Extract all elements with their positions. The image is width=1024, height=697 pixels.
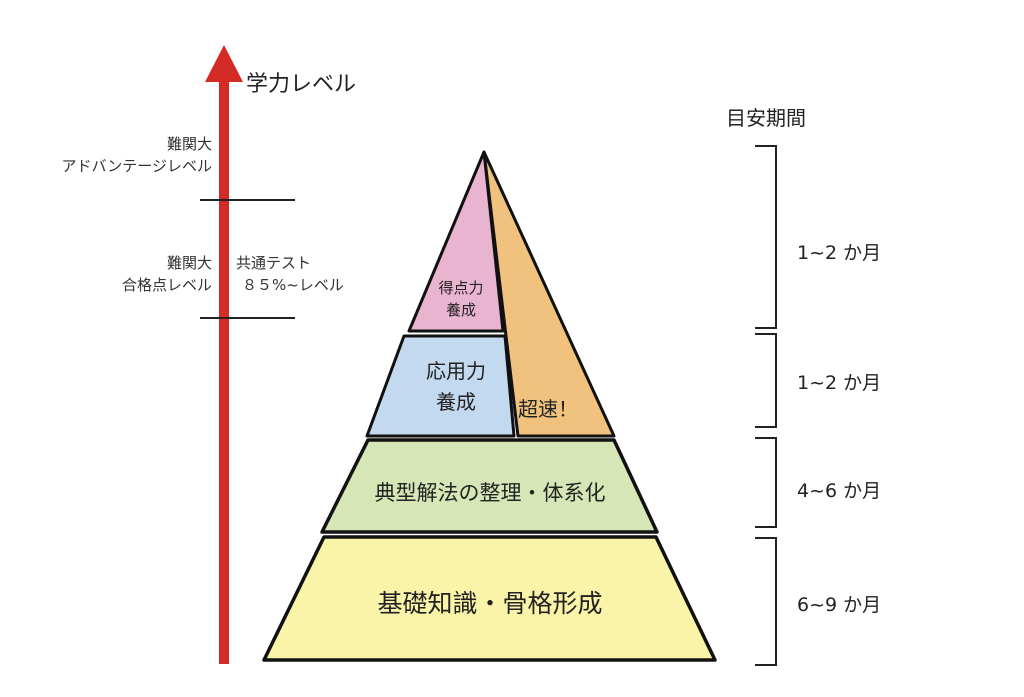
period-item-4: 6~9 か月 bbox=[797, 594, 882, 616]
pyramid-tier-score bbox=[407, 150, 505, 333]
pyramid-tier-typical bbox=[320, 438, 659, 534]
level-label-advantage-line1: 難関大 bbox=[166, 135, 212, 153]
pyramid-label-score: 得点力 養成 bbox=[425, 277, 497, 321]
period-item-1: 1~2 か月 bbox=[797, 242, 882, 264]
period-bracket-1 bbox=[755, 145, 777, 329]
level-axis-shaft bbox=[219, 72, 229, 664]
period-item-3: 4~6 か月 bbox=[797, 480, 882, 502]
period-header: 目安期間 bbox=[726, 106, 806, 130]
pyramid-label-applied-line2: 養成 bbox=[436, 390, 476, 414]
pyramid-label-applied-line1: 応用力 bbox=[426, 359, 486, 383]
pyramid-label-fast: 超速！ bbox=[518, 397, 578, 421]
level-label-pass-line2: 合格点レベル bbox=[121, 276, 212, 294]
period-bracket-3 bbox=[755, 437, 777, 528]
level-label-pass-line1: 難関大 bbox=[166, 254, 212, 272]
pyramid-label-applied: 応用力 養成 bbox=[408, 356, 504, 418]
axis-title: 学力レベル bbox=[246, 72, 357, 97]
level-label-test-line2: ８５%~レベル bbox=[242, 276, 344, 294]
level-axis-arrowhead bbox=[205, 45, 243, 82]
period-bracket-2 bbox=[755, 333, 777, 428]
level-label-advantage: 難関大 アドバンテージレベル bbox=[62, 133, 212, 177]
period-bracket-4 bbox=[755, 537, 777, 666]
level-label-advantage-line2: アドバンテージレベル bbox=[61, 157, 212, 175]
pyramid-label-score-line1: 得点力 bbox=[438, 279, 484, 297]
period-item-2: 1~2 か月 bbox=[797, 372, 882, 394]
level-label-common-test: 共通テスト ８５%~レベル bbox=[236, 252, 344, 296]
pyramid-tier-basic bbox=[262, 535, 717, 662]
pyramid-label-basic: 基礎知識・骨格形成 bbox=[377, 589, 603, 618]
pyramid-label-typical: 典型解法の整理・体系化 bbox=[374, 481, 606, 505]
pyramid-tier-applied bbox=[365, 334, 516, 438]
pyramid-label-score-line2: 養成 bbox=[445, 301, 476, 319]
pyramid-tier-fast bbox=[482, 150, 616, 438]
level-label-test-line1: 共通テスト bbox=[236, 254, 312, 272]
level-label-pass: 難関大 合格点レベル bbox=[122, 252, 212, 296]
